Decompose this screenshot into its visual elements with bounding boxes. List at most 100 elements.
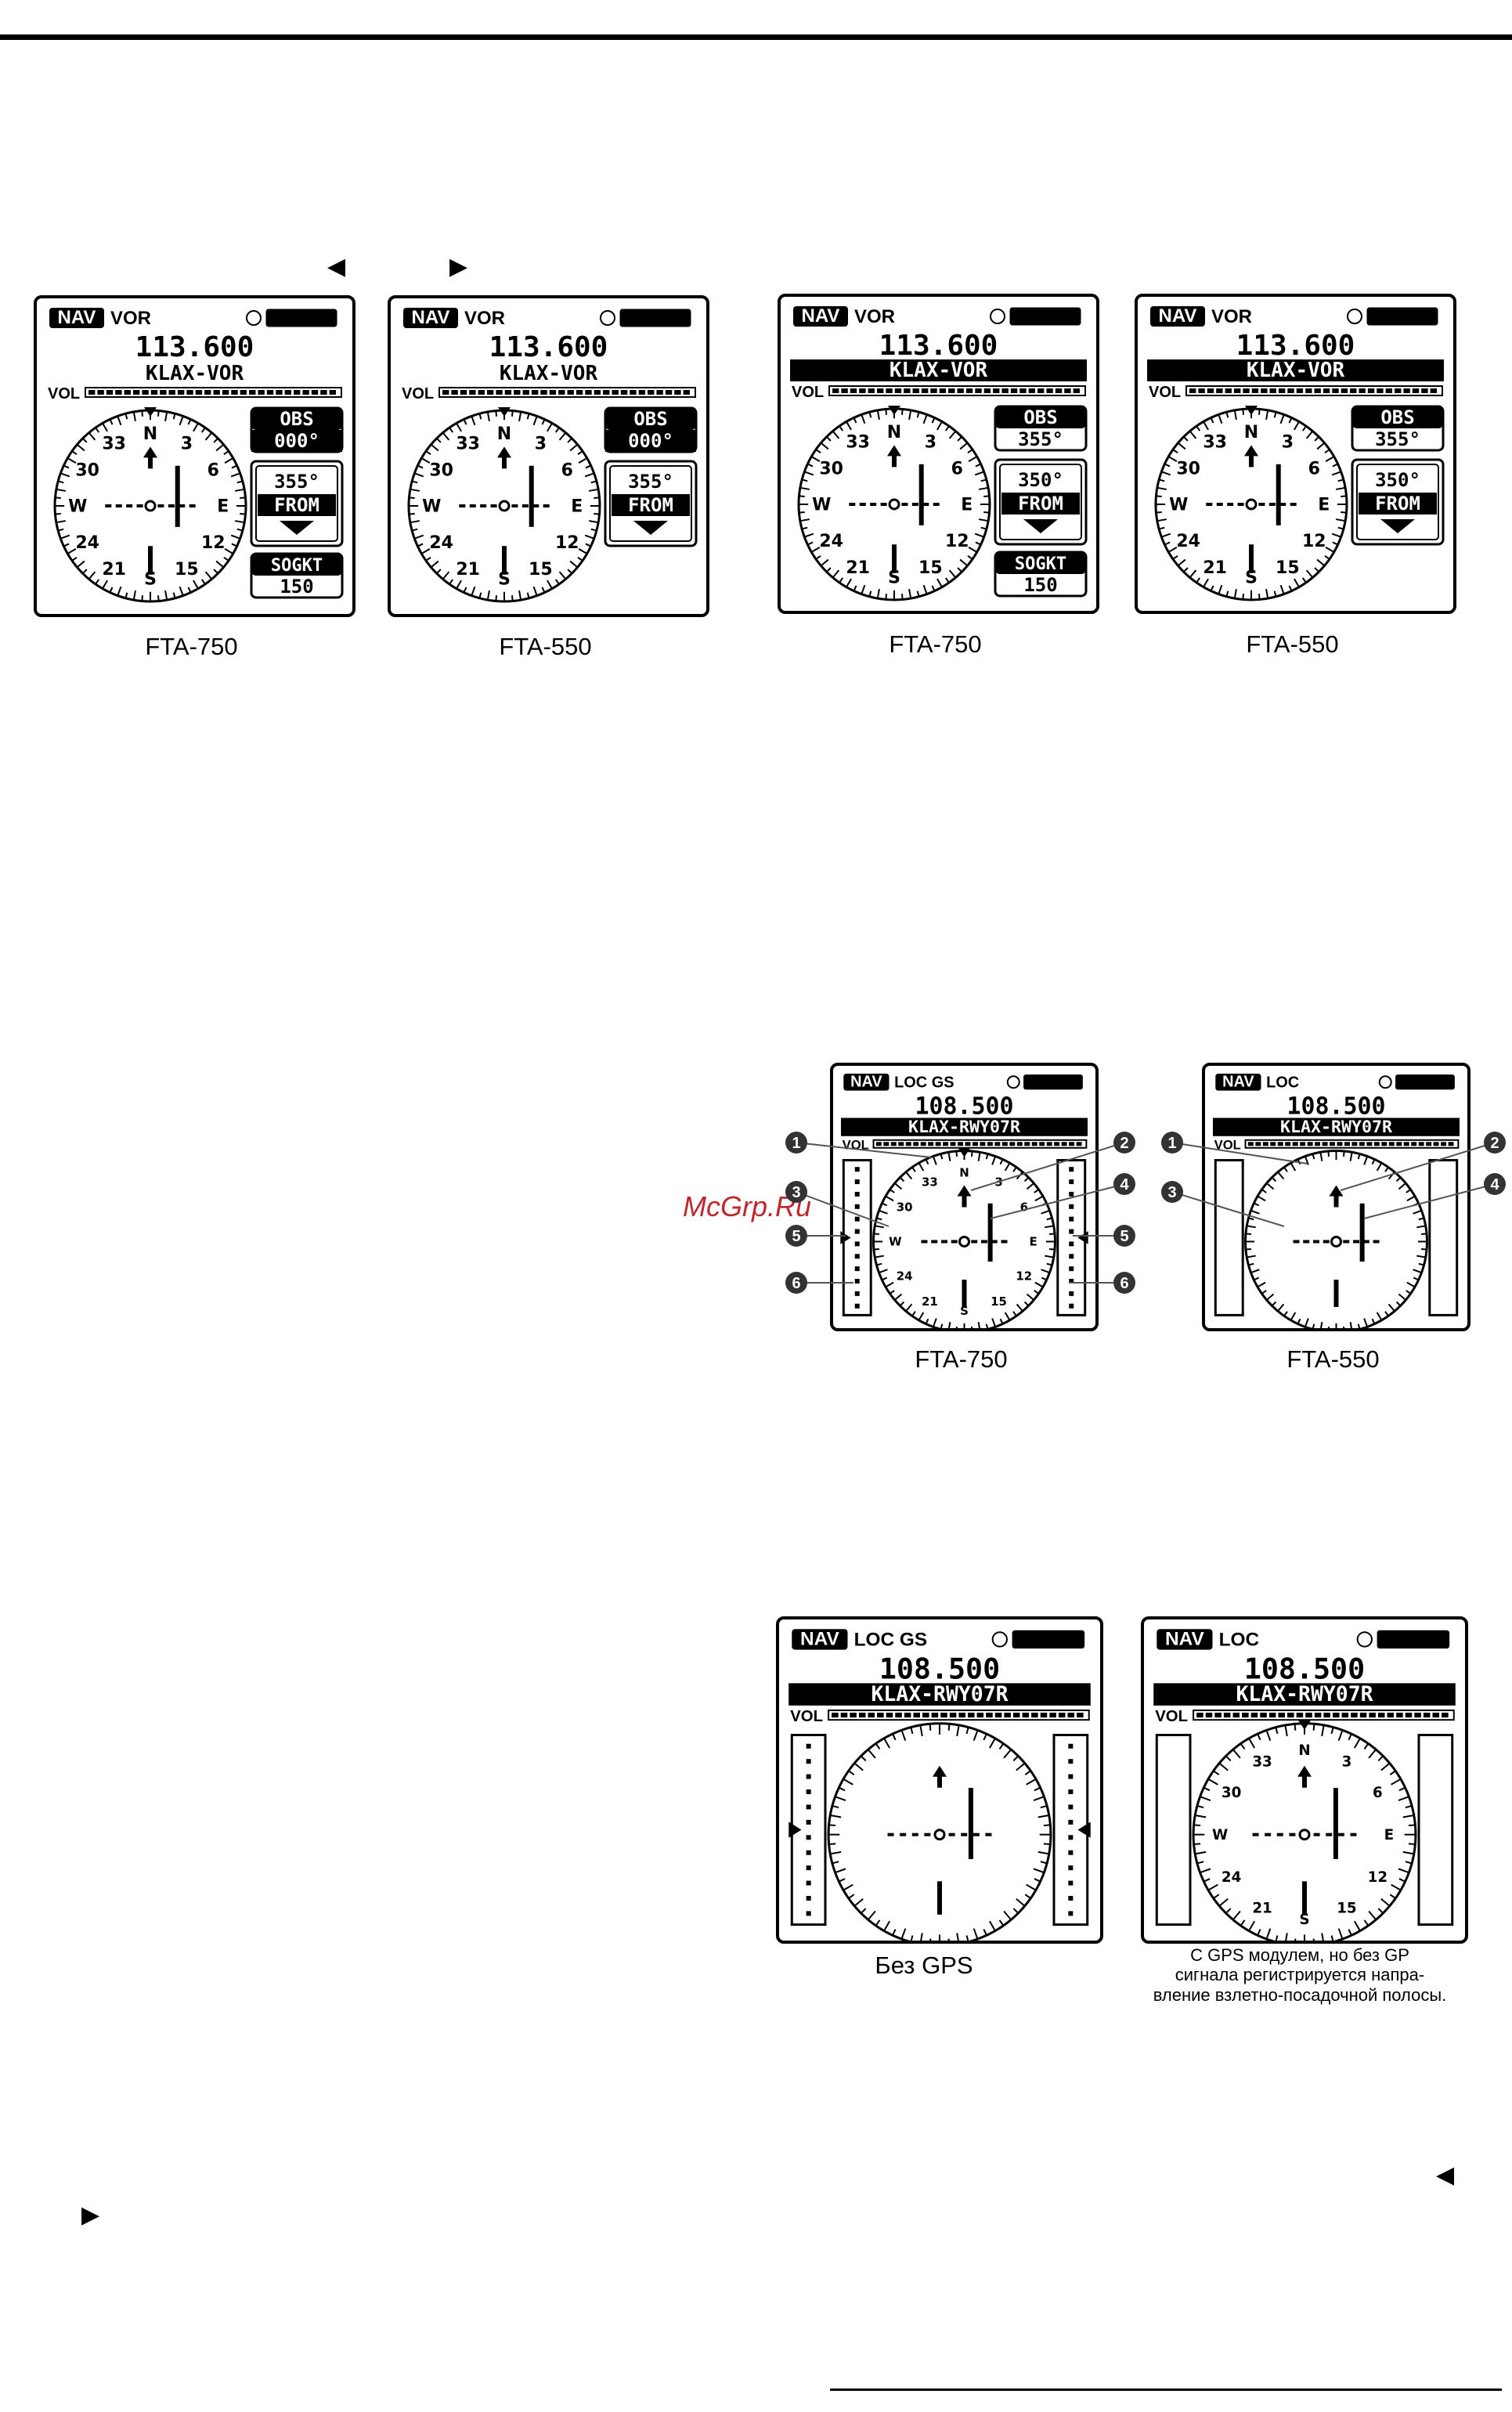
caption-no-gps: Без GPS [875,1952,973,1979]
vol-segment [1359,1142,1365,1146]
compass-tick [409,496,415,500]
top-rule [0,34,1512,40]
compass-tick [420,457,431,464]
compass-tick [1248,1738,1256,1749]
cdi-dot [1312,1240,1319,1244]
vol-segment [1243,388,1250,393]
compass-tick [1416,1255,1426,1258]
compass-tick [1327,1326,1330,1328]
compass-tick [141,410,144,417]
compass-tick [1283,1166,1288,1172]
compass-tick [853,1898,864,1907]
compass-tick [1196,1861,1204,1865]
compass-tick [231,543,237,547]
vol-segment [1232,1713,1240,1718]
compass-tick [82,569,88,574]
compass-label: 24 [1176,532,1200,551]
vol-segment [1423,1713,1431,1718]
vol-segment [895,1713,902,1718]
compass-tick [1250,1269,1260,1274]
gs-dot [806,1911,811,1916]
compass-tick [1210,585,1214,591]
compass-tick [868,590,872,598]
frequency-readout: 113.600 [489,331,608,363]
compass-label: 15 [1337,1901,1356,1917]
compass-tick [1277,1171,1285,1180]
compass-tick [922,414,928,424]
compass-tick [929,1938,932,1941]
course-value: 350° [1018,469,1063,491]
cdi-needle [529,465,534,527]
vol-segment [329,390,336,395]
compass-tick [830,1814,842,1818]
compass-tick [76,443,85,452]
compass-tick [414,534,424,540]
vol-segment [975,388,982,393]
gs-dot [1069,1254,1074,1259]
cdi-needle [1333,1788,1338,1859]
compass-tick [971,1150,973,1157]
obs-header [1352,406,1443,428]
vol-segment [1064,388,1071,393]
compass-tick [236,528,244,532]
vol-segment [469,390,476,395]
compass-tick [425,556,431,561]
sog-header [251,554,342,576]
compass-tick [588,488,599,492]
vol-segment [1359,1713,1367,1718]
compass-tick [1316,558,1326,567]
vol-segment [1242,1713,1249,1718]
vol-segment [1403,1142,1409,1146]
compass-tick [944,577,950,583]
compass-tick [60,472,70,478]
nav-badge [793,306,848,327]
compass-tick [1389,1894,1396,1899]
compass-tick [1016,1303,1023,1312]
callout-marker [1161,1132,1183,1154]
compass-tick [1257,1281,1266,1288]
compass-tick [558,431,567,441]
compass-tick [1004,1312,1011,1321]
cdi-dot [924,1832,931,1836]
vol-segment [1077,1713,1084,1718]
compass-tick [1271,1301,1277,1307]
vol-label: VOL [1155,1708,1188,1725]
compass-tick [1225,1908,1232,1914]
cdi-dot [971,1240,978,1244]
compass-tick [1353,1920,1361,1932]
vol-segment [1414,1713,1421,1718]
mode-label: VOR [464,308,505,329]
cdi-dot [911,1832,918,1836]
vol-segment [567,390,574,395]
vol-bar [438,387,696,398]
watermark: McGrp.Ru [683,1190,812,1222]
to-from-flag [258,494,336,516]
compass-tick [810,547,821,553]
caption-gps-no-gp: С GPS модулем, но без GP сигнала регистр… [1153,1945,1447,2005]
vol-segment [1067,1713,1075,1718]
obs-value: 355° [1375,428,1420,450]
compass-tick [569,560,579,569]
cdi-dot [951,1240,958,1244]
station-ident: KLAX-VOR [146,362,244,385]
compass-tick [932,1318,937,1327]
vol-segment [1351,1142,1358,1146]
battery-icon [265,309,337,327]
vol-segment [648,390,655,395]
compass-tick [1213,1894,1220,1899]
vol-segment [266,390,274,395]
compass-tick [1312,1724,1315,1731]
compass-tick [1388,1303,1395,1312]
compass-tick [88,571,96,580]
compass-tick [456,422,462,432]
vol-segment [957,388,964,393]
compass-tick [1012,1755,1019,1762]
gs-dot [806,1835,811,1840]
cdi-dot [911,503,918,506]
compass-tick [918,1162,925,1172]
compass-tick [585,464,591,469]
compass-tick [60,534,70,540]
vol-bar [828,385,1086,396]
compass-label: 12 [201,533,226,553]
